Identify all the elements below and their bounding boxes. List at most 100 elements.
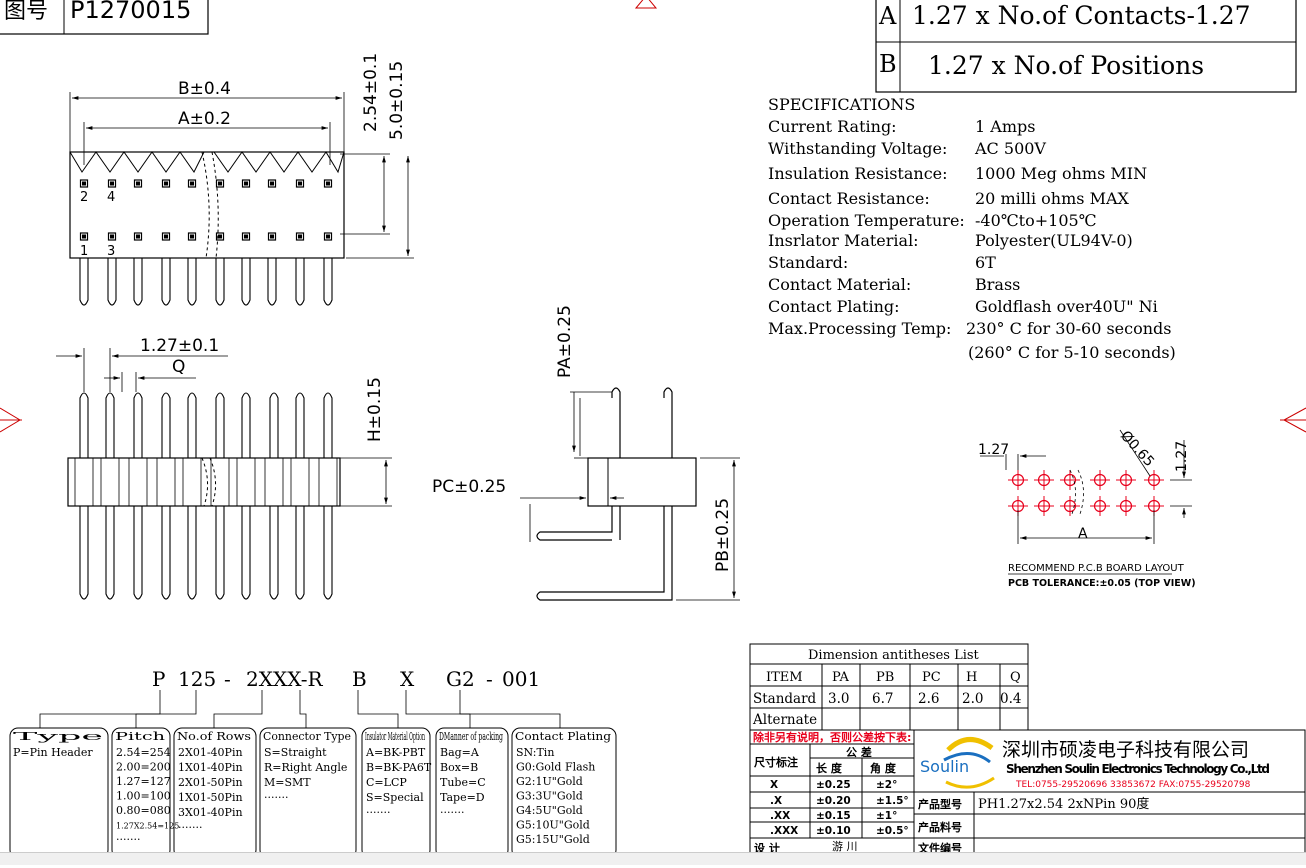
- pn-box-line: Bag=A: [440, 746, 480, 759]
- dim-table-header: ITEM: [766, 670, 803, 685]
- company-contact: TEL:0755-29520696 33853672 FAX:0755-2952…: [1015, 780, 1251, 790]
- pn-box-title: Contact Plating: [515, 729, 612, 743]
- viewer-toolbar[interactable]: [0, 852, 1306, 865]
- pn-box-line: 2X01-40Pin: [178, 746, 243, 759]
- dim-table-header: PB: [876, 670, 894, 685]
- pin-label-1: 1: [80, 244, 88, 259]
- dim-h: H±0.15: [365, 377, 385, 442]
- dim-pb: PB±0.25: [713, 498, 733, 572]
- tolerance-col-length: 长 度: [816, 761, 843, 775]
- pn-segment: P: [152, 667, 165, 691]
- pcb-dim-a: A: [1078, 526, 1088, 542]
- spec-label: Withstanding Voltage:: [768, 139, 947, 158]
- title-block: 图号 P1270015: [0, 0, 209, 35]
- pn-box-line: 1X01-50Pin: [178, 791, 243, 804]
- tol-angle: ±1.5°: [876, 795, 909, 807]
- dim-q: Q: [172, 357, 185, 377]
- tolerance-dim-label: 尺寸标注: [754, 755, 798, 769]
- pn-box-line: ·······: [178, 821, 202, 834]
- pcb-hole-dia: Ø0.65: [1117, 428, 1157, 470]
- tolerance-title: 公 差: [846, 745, 872, 759]
- tol-mark: .X: [770, 795, 782, 807]
- dim-b: B±0.4: [178, 79, 231, 99]
- dim-a: A±0.2: [178, 109, 231, 129]
- pn-box-line: C=LCP: [366, 776, 407, 789]
- dim-table-cell: 3.0: [828, 691, 849, 707]
- spec-label: Insulation Resistance:: [768, 164, 948, 183]
- pn-box-line: 1.27X2.54=125: [116, 822, 179, 831]
- pn-box-title: Pitch: [115, 729, 166, 743]
- spec-value: 20 milli ohms MAX: [975, 189, 1130, 208]
- pn-box-title: Connector Type: [263, 729, 351, 743]
- pin-label-4: 4: [107, 190, 115, 205]
- pn-box-line: 1X01-40Pin: [178, 761, 243, 774]
- tolerance-warning: 除非另有说明，否则公差按下表:: [753, 730, 911, 744]
- pn-box-line: G5:10U"Gold: [516, 819, 590, 832]
- dim-pitch: 1.27±0.1: [140, 336, 219, 356]
- pn-box-line: A=BK-PBT: [365, 746, 426, 759]
- specifications: SPECIFICATIONS Current Rating:1 AmpsWith…: [768, 95, 1176, 362]
- pn-box-title: No.of Rows: [177, 729, 251, 743]
- dim-pa: PA±0.25: [555, 305, 575, 378]
- pn-box-line: G2:1U"Gold: [516, 775, 583, 788]
- tol-mark: .XXX: [770, 825, 798, 837]
- pcb-layout: [980, 429, 1192, 575]
- pn-box-line: 0.80=080: [116, 804, 171, 817]
- pn-box-line: 2.54=254: [116, 746, 171, 759]
- pn-box-line: Tube=C: [440, 776, 486, 789]
- pn-segment: -: [224, 667, 231, 691]
- tol-angle: ±1°: [876, 810, 897, 822]
- pin-label-3: 3: [107, 244, 115, 259]
- pcb-pitch-h: 1.27: [978, 442, 1009, 458]
- spec-value: Polyester(UL94V-0): [975, 231, 1133, 250]
- spec-label: Max.Processing Temp:: [768, 319, 951, 338]
- dim-pc: PC±0.25: [432, 477, 506, 497]
- spec-label: Contact Material:: [768, 275, 911, 294]
- dim-height-top: 5.0±0.15: [387, 61, 407, 140]
- spec-label: Contact Resistance:: [768, 189, 930, 208]
- product-label: 产品型号: [918, 797, 962, 811]
- dim-table-header: H: [966, 670, 977, 685]
- spec-value: Brass: [975, 275, 1020, 294]
- pn-box-line: M=SMT: [264, 776, 311, 789]
- pcb-pitch-v: 1.27: [1174, 441, 1190, 472]
- pn-box-title: Insulator Material Option: [365, 729, 425, 743]
- pn-box-line: P=Pin Header: [13, 746, 93, 759]
- tol-length: ±0.25: [816, 779, 851, 791]
- product-value: PH1.27x2.54 2xNPin 90度: [978, 796, 1149, 812]
- pn-box-line: Tape=D: [440, 791, 485, 804]
- doc-label: 文件编号: [918, 841, 962, 855]
- pn-box-line: B=BK-PA6T: [366, 761, 432, 774]
- dim-table-cell: 2.6: [918, 691, 939, 707]
- spec-value: 230° C for 30-60 seconds: [966, 319, 1171, 338]
- formula-a-key: A: [878, 2, 897, 30]
- tol-length: ±0.20: [816, 795, 851, 807]
- formula-a-text: 1.27 x No.of Contacts-1.27: [912, 1, 1251, 30]
- tol-length: ±0.15: [816, 810, 851, 822]
- dim-table-cell: 0.4: [1000, 691, 1021, 707]
- tolerance-col-angle: 角 度: [870, 761, 897, 775]
- pn-box-line: G4:5U"Gold: [516, 804, 583, 817]
- pn-box-line: SN:Tin: [516, 746, 554, 759]
- spec-value: 1000 Meg ohms MIN: [975, 164, 1147, 183]
- top-view: [69, 92, 414, 306]
- pn-box-line: Box=B: [440, 761, 478, 774]
- pn-box-line: G5:15U"Gold: [516, 833, 590, 846]
- drawing-number-label: 图号: [4, 0, 48, 24]
- dim-table-cell: Alternate: [752, 712, 817, 728]
- spec-value: Goldflash over40U" Ni: [975, 297, 1158, 316]
- logo-text: Soulin: [920, 757, 969, 776]
- pn-segment: 125: [178, 667, 216, 691]
- dim-pitch-row: 2.54±0.1: [361, 53, 381, 132]
- spec-value: AC 500V: [974, 139, 1046, 158]
- tol-mark: X: [770, 779, 778, 791]
- part-number: P1270015: [70, 0, 191, 24]
- dim-table-cell: 6.7: [872, 691, 893, 707]
- dimension-table: [749, 643, 1029, 731]
- spec-label: Standard:: [768, 253, 848, 272]
- pn-segment: 2XXX-R: [246, 667, 323, 691]
- spec-value: 6T: [975, 253, 996, 272]
